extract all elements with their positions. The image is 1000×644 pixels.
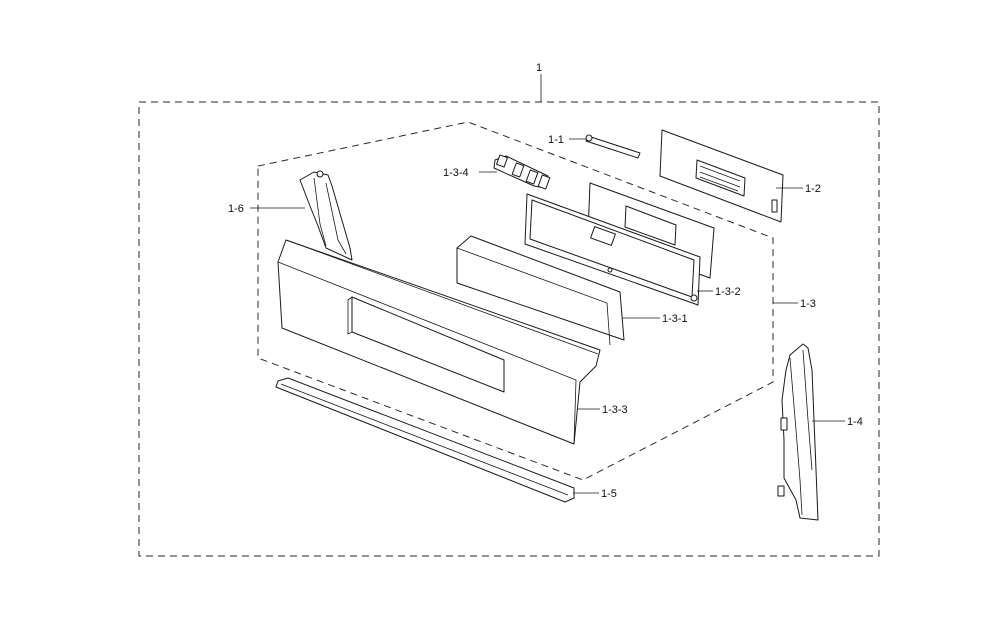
label-1-3-3: 1-3-3 <box>602 404 628 416</box>
leader-lines <box>250 74 845 494</box>
label-1-2: 1-2 <box>805 183 821 195</box>
sub-assembly-boundary <box>257 121 774 481</box>
part-1-4-bracket[interactable] <box>777 343 819 521</box>
part-1-3-4-connector[interactable] <box>493 154 551 190</box>
label-1-5: 1-5 <box>601 488 617 500</box>
label-assembly: 1 <box>536 62 542 74</box>
part-1-3-3-control-panel[interactable] <box>277 239 601 445</box>
part-1-6-bracket[interactable] <box>299 170 353 261</box>
label-1-1: 1-1 <box>548 134 564 146</box>
part-1-3-1-overlay[interactable] <box>456 235 625 346</box>
label-1-3-1: 1-3-1 <box>662 313 688 325</box>
part-1-2-board[interactable] <box>659 129 784 223</box>
label-1-4: 1-4 <box>847 416 863 428</box>
part-1-5-trim[interactable] <box>275 377 575 503</box>
part-1-3-2-frame[interactable] <box>524 182 715 306</box>
assembly-boundary <box>138 101 880 557</box>
callout-labels: 1 1-1 1-2 1-3 1-3-1 1-3-2 1-3-3 1-3-4 1-… <box>228 62 863 500</box>
part-1-1-rod[interactable] <box>585 134 641 159</box>
label-1-6: 1-6 <box>228 203 244 215</box>
label-1-3-2: 1-3-2 <box>715 286 741 298</box>
label-1-3-4: 1-3-4 <box>443 167 469 179</box>
label-1-3: 1-3 <box>800 298 816 310</box>
